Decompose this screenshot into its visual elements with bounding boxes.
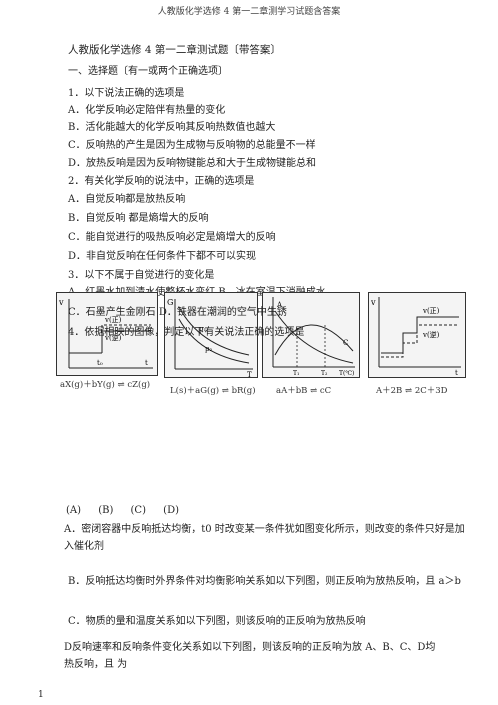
page-title: 人教版化学选修 4 第一二章测试题〔带答案〕 <box>68 44 281 56</box>
figure-d-ylabel: v <box>370 298 376 307</box>
section-heading: 一、选择题〔有一或两个正确选项〕 <box>68 66 228 77</box>
figure-a-t0: t₀ <box>97 359 103 367</box>
figure-d-xlabel: t <box>455 369 458 377</box>
page-number: 1 <box>38 690 44 700</box>
q2-option-d: D．非自觉反响在任何条件下都不可以实现 <box>68 251 257 262</box>
page-header: 人教版化学选修 4 第一二章测学习试题含答案 <box>157 7 341 17</box>
figure-b: G p₁ p₂ T <box>164 292 258 378</box>
figure-a-ylabel: v <box>58 298 64 307</box>
q1-option-b: B．活化能越大的化学反响其反响热数值也越大 <box>68 122 276 133</box>
figure-d-plot: v v(正) v(逆) t <box>370 297 461 377</box>
q2-stem: 2．有关化学反响的说法中，正确的选项是 <box>68 176 255 187</box>
q2-option-b: B．自觉反响 都是熵增大的反响 <box>68 213 209 224</box>
q3-line-cd: C．石墨产生金刚石 D．铁器在潮润的空气中生锈 <box>68 307 287 318</box>
figure-choice-labels: (A) (B) (C) (D) <box>66 505 179 516</box>
q4-option-c: C．物质的量和温度关系如以下列图，则该反响的正反响为放热反响 <box>68 616 366 627</box>
figure-b-xlabel: T <box>247 371 252 377</box>
q4-option-d-line1: D反响速率和反响条件变化关系如以下列图，则该反响的正反响为放 A、B、C、D均 <box>64 642 436 653</box>
figure-c-plot: A C T₁ T₂ T(℃) <box>272 297 355 377</box>
figure-a: v v(正) v(逆) t₀ t <box>56 292 158 376</box>
figure-c-t2: T₂ <box>321 370 328 377</box>
figure-c-label-a: A <box>276 301 283 309</box>
figure-b-p2: p₂ <box>205 345 212 353</box>
figure-d: v v(正) v(逆) t <box>368 292 466 378</box>
figure-c-label-c: C <box>343 339 348 347</box>
figure-d-caption: A＋2B ⇌ 2C＋3D <box>376 386 448 396</box>
figure-c-xlabel: T(℃) <box>339 370 354 377</box>
figure-strip: v v(正) v(逆) t₀ t G p₁ p₂ T A C <box>56 292 466 402</box>
q1-option-a: A．化学反响必定陪伴有热量的变化 <box>68 105 226 116</box>
q4-stem: 4．依据相映的图像，判定以下有关说法正确的选项是 <box>68 327 305 338</box>
figure-c: A C T₁ T₂ T(℃) <box>262 292 360 378</box>
figure-a-plot: v v(正) v(逆) t₀ t <box>58 298 153 369</box>
figure-b-ylabel: G <box>167 298 173 307</box>
q1-option-d: D．放热反响是因为反响物键能总和大于生成物键能总和 <box>68 158 317 169</box>
figure-d-vneg: v(逆) <box>422 330 440 339</box>
q4-option-d-line2: 热反响，且 为 <box>64 659 128 670</box>
figure-d-vpos: v(正) <box>422 307 440 315</box>
q4-option-a: A．密闭容器中反响抵达均衡，t0 时改变某一条件犹如图变化所示，则改变的条件只好… <box>64 524 465 552</box>
figure-a-xlabel: t <box>145 359 148 367</box>
figure-b-p1: p₁ <box>199 325 206 333</box>
figure-b-plot: G p₁ p₂ T <box>167 298 253 377</box>
figure-c-t1: T₁ <box>293 370 299 377</box>
q2-option-a: A．自觉反响都是放热反响 <box>68 194 186 205</box>
q1-stem: 1．以下说法正确的选项是 <box>68 88 185 99</box>
q1-option-c: C．反响热的产生是因为生成物与反响物的总能量不一样 <box>68 140 316 151</box>
q2-option-c: C．能自觉进行的吸热反响必定是熵增大的反响 <box>68 232 276 243</box>
figure-a-vpos: v(正) <box>104 316 122 324</box>
figure-a-caption: aX(g)＋bY(g) ⇌ cZ(g) <box>60 380 151 390</box>
figure-b-caption: L(s)＋aG(g) ⇌ bR(g) <box>170 386 256 396</box>
figure-c-caption: aA＋bB ⇌ cC <box>276 386 332 396</box>
figure-a-vneg: v(逆) <box>104 333 122 342</box>
q4-option-b: B．反响抵达均衡时外界条件对均衡影响关系如以下列图，则正反响为放热反响，且 a＞… <box>68 576 461 587</box>
q3-stem: 3．以下不属于自觉进行的变化是 <box>68 270 215 281</box>
